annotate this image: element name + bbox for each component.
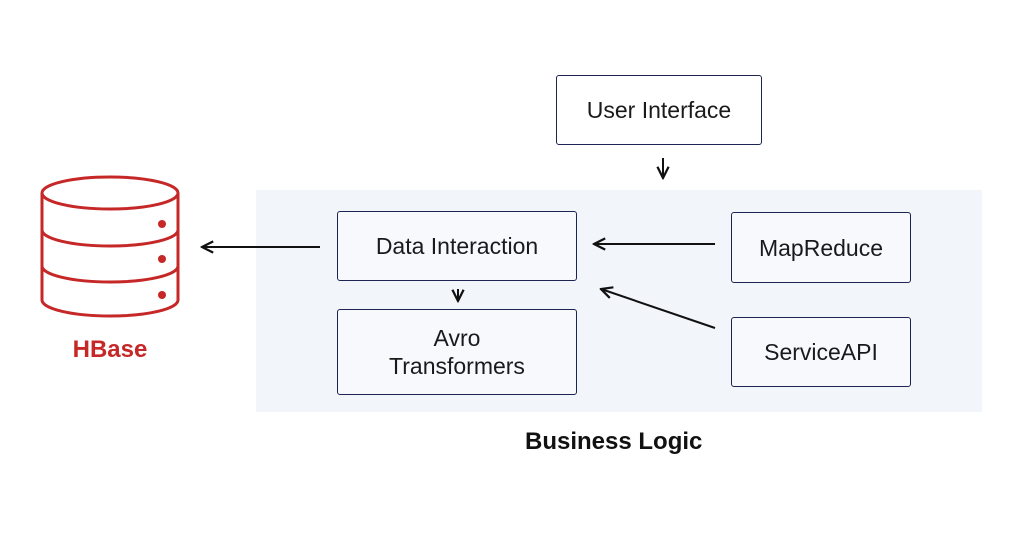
data-interaction-box: Data Interaction [337,211,577,281]
service-api-box: ServiceAPI [731,317,911,387]
hbase-label: HBase [72,336,148,363]
avro-label-line2: Transformers [389,353,525,379]
user-interface-box: User Interface [556,75,762,145]
avro-label-line1: Avro [433,325,481,351]
avro-transformers-box: Avro Transformers [337,309,577,395]
mapreduce-box: MapReduce [731,212,911,283]
data-interaction-label: Data Interaction [375,233,539,259]
service-api-label: ServiceAPI [764,339,878,365]
mapreduce-label: MapReduce [758,234,884,261]
user-interface-label: User Interface [586,97,732,123]
business-logic-caption: Business Logic [525,428,703,455]
arrow-serviceapi-to-data-interaction [601,289,716,329]
